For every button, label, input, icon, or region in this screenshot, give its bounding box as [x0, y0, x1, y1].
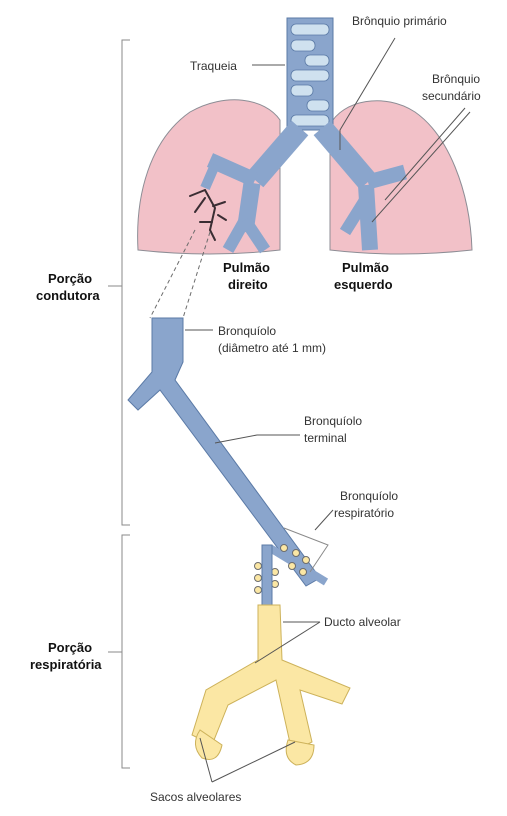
label-porcao-respiratoria-line1: Porção: [48, 640, 92, 655]
bronchiole: [128, 318, 320, 586]
sacos-leader-right: [212, 742, 295, 782]
label-porcao-condutora-line2: condutora: [36, 288, 100, 303]
porcao-respiratoria-bracket: [122, 535, 130, 768]
label-sacos-alveolares: Sacos alveolares: [150, 790, 241, 804]
bronquiolo-respiratorio-leader: [315, 510, 333, 530]
label-pulmao-esquerdo-line2: esquerdo: [334, 277, 393, 292]
label-pulmao-direito-line2: direito: [228, 277, 268, 292]
label-bronquiolo-respiratorio-line1: Bronquíolo: [340, 489, 398, 503]
label-bronquiolo-line1: Bronquíolo: [218, 324, 276, 338]
label-bronquiolo-terminal-line2: terminal: [304, 431, 347, 445]
label-pulmao-esquerdo-line1: Pulmão: [342, 260, 389, 275]
label-bronquiolo-respiratorio-line2: respiratório: [334, 506, 394, 520]
bronquiolo-terminal-leader: [215, 435, 300, 443]
label-bronquio-secundario-line1: Brônquio: [432, 72, 480, 86]
respiratory-stem: [262, 545, 272, 605]
left-lower-branch: [366, 185, 370, 250]
label-ducto-alveolar: Ducto alveolar: [324, 615, 401, 629]
left-upper-branch: [368, 172, 405, 182]
label-bronquio-secundario-line2: secundário: [422, 89, 481, 103]
label-porcao-condutora-line1: Porção: [48, 271, 92, 286]
label-bronquiolo-terminal-line1: Bronquíolo: [304, 414, 362, 428]
label-bronquiolo-line2: (diâmetro até 1 mm): [218, 341, 326, 355]
label-porcao-respiratoria-line2: respiratória: [30, 657, 102, 672]
porcao-condutora-bracket: [122, 40, 130, 525]
label-bronquio-primario: Brônquio primário: [352, 14, 447, 28]
label-traqueia: Traqueia: [190, 59, 237, 73]
label-pulmao-direito-line1: Pulmão: [223, 260, 270, 275]
